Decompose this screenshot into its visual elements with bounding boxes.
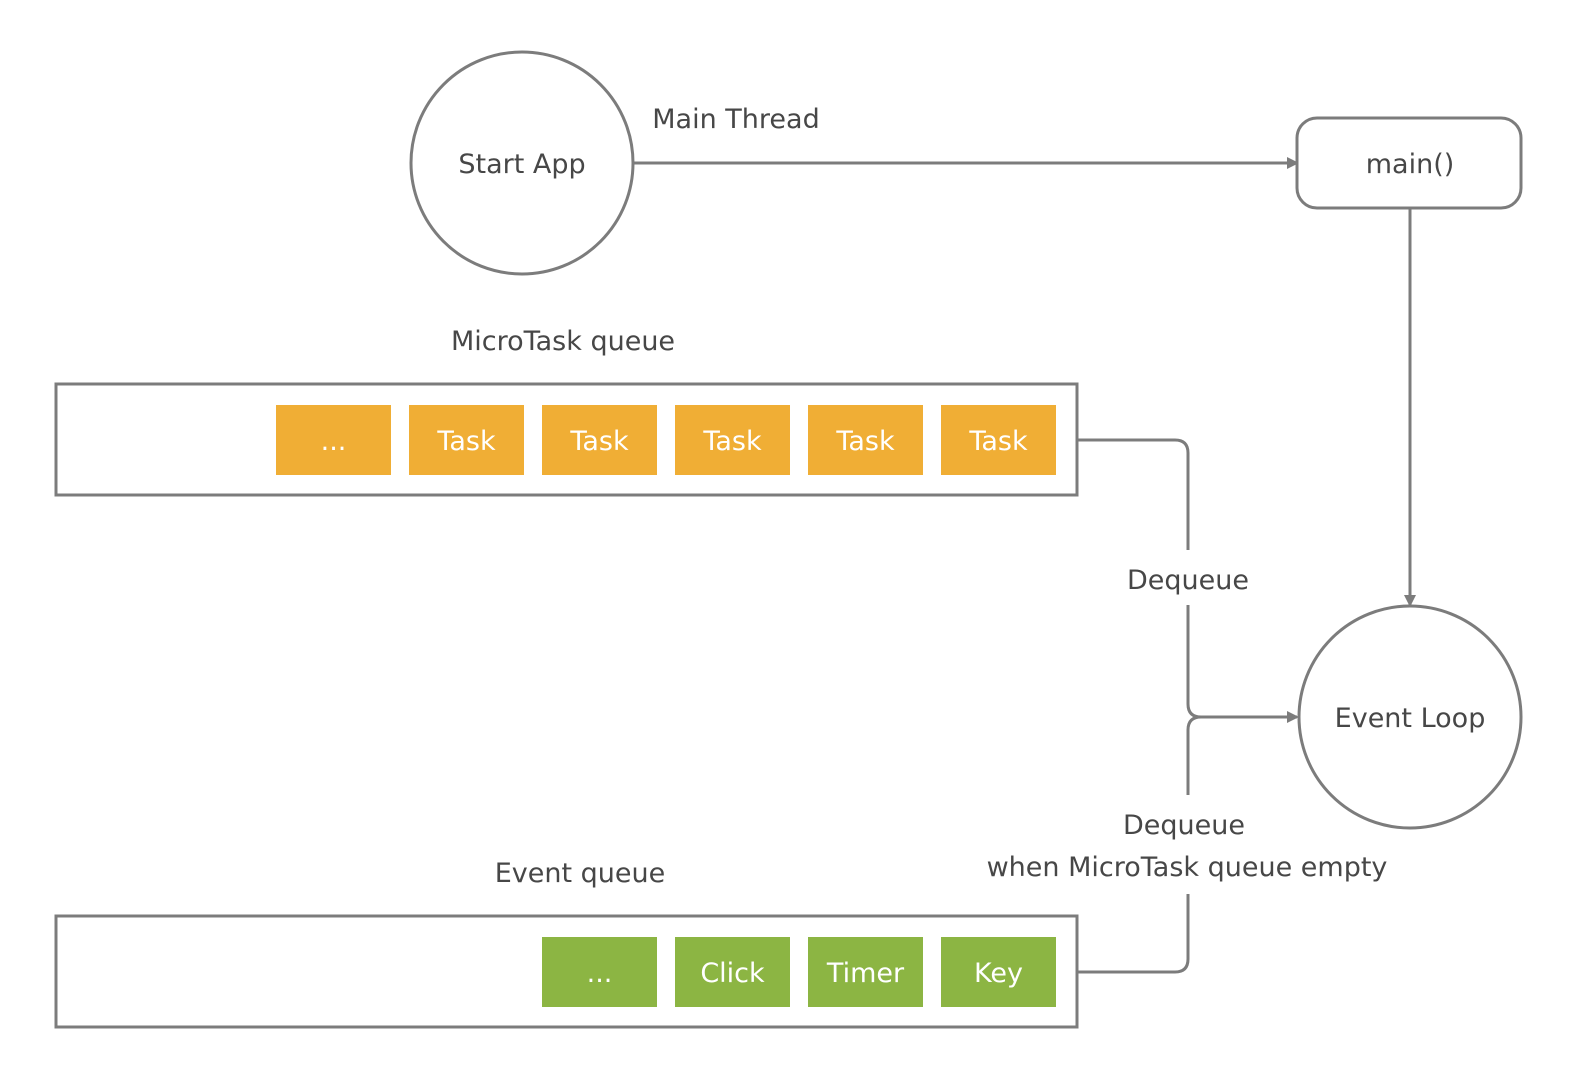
microtask-item-label: ... bbox=[321, 426, 347, 457]
event-queue-items: ... Click Timer Key bbox=[542, 937, 1056, 1007]
microtask-queue-title: MicroTask queue bbox=[451, 326, 675, 357]
microtask-item-box bbox=[542, 405, 657, 475]
event-item-label: Timer bbox=[826, 958, 905, 989]
main-thread-label: Main Thread bbox=[652, 104, 819, 135]
microtask-item-box bbox=[409, 405, 524, 475]
event-item-box bbox=[542, 937, 657, 1007]
microtask-item-label: Task bbox=[968, 426, 1028, 457]
event-dequeue-connector bbox=[1078, 715, 1202, 974]
event-queue-title: Event queue bbox=[495, 858, 666, 889]
event-dequeue-label-line1: Dequeue bbox=[1123, 810, 1245, 841]
event-item-label: Click bbox=[700, 958, 765, 989]
microtask-item-label: Task bbox=[436, 426, 496, 457]
microtask-dequeue-label: Dequeue bbox=[1127, 565, 1249, 596]
microtask-item-label: Task bbox=[702, 426, 762, 457]
microtask-item-box bbox=[941, 405, 1056, 475]
microtask-item-label: Task bbox=[569, 426, 629, 457]
microtask-item-box bbox=[808, 405, 923, 475]
start-app-label: Start App bbox=[458, 149, 585, 180]
microtask-item-box bbox=[675, 405, 790, 475]
event-item-box bbox=[808, 937, 923, 1007]
event-dequeue-label-line2: when MicroTask queue empty bbox=[987, 852, 1388, 883]
microtask-item-box bbox=[276, 405, 391, 475]
event-item-box bbox=[675, 937, 790, 1007]
start-app-node bbox=[409, 50, 635, 276]
microtask-item-label: Task bbox=[835, 426, 895, 457]
event-item-label: Key bbox=[974, 958, 1023, 989]
event-loop-label: Event Loop bbox=[1335, 703, 1486, 734]
event-loop-node bbox=[1297, 604, 1523, 830]
microtask-queue-items: ... Task Task Task Task Task bbox=[276, 405, 1056, 475]
event-item-box bbox=[941, 937, 1056, 1007]
main-function-label: main() bbox=[1366, 149, 1455, 180]
main-function-node bbox=[1295, 116, 1523, 210]
event-item-label: ... bbox=[587, 958, 613, 989]
